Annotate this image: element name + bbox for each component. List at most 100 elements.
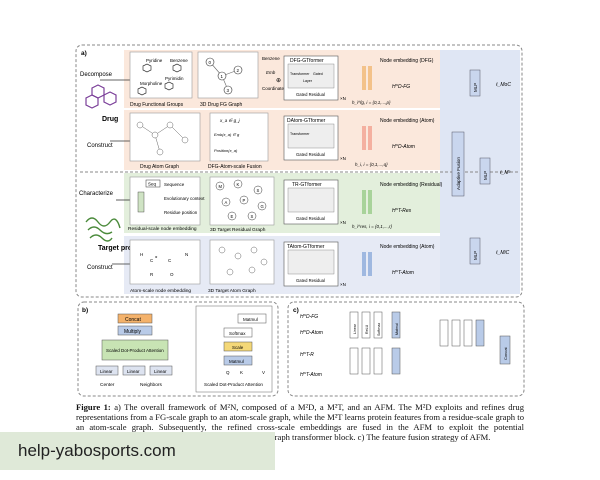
embed-label-2: Node embedding (Residual) <box>380 182 443 188</box>
multiply-label: Multiply <box>124 329 141 335</box>
panel-c-frame <box>287 301 525 397</box>
chem-r: R <box>150 272 154 277</box>
detail-label-3: Matmul <box>229 359 244 364</box>
drug-molecule-icon <box>85 84 117 109</box>
watermark-banner: help-yabosports.com <box>0 432 275 470</box>
mlp-label-2: MLP <box>473 251 478 260</box>
caption-fig-label: Figure 1: <box>76 402 111 412</box>
block-part-1: Layer <box>303 79 313 83</box>
detail-label-2: Scale <box>232 345 244 350</box>
seq-tag-label: Seq <box>148 182 157 187</box>
panel-a-label: a) <box>81 50 87 57</box>
c-fusion-blocks <box>349 311 511 375</box>
res-node-1: K <box>237 182 240 187</box>
input-center: Center <box>100 382 115 388</box>
mlp-box-1 <box>479 157 491 185</box>
c-input-1: H^D-Atom <box>300 330 323 336</box>
gtformer-n-0: ×N <box>340 96 346 101</box>
res-node-4: P <box>243 198 246 203</box>
embed-out-3: H^T-Atom <box>392 270 414 276</box>
linear-box-0 <box>95 365 119 376</box>
fg-plus-icon: ⊕ <box>276 78 281 84</box>
res-node-0: M <box>219 184 223 189</box>
residue-stack <box>137 191 145 213</box>
c-layer-concat: Concat <box>503 346 508 360</box>
fusion-emb: Emb(x_a) ∈ g <box>214 132 240 137</box>
input-neighbors: Neighbors <box>140 382 162 388</box>
seq-legend-evolutionary: Evolutionary context <box>164 196 205 201</box>
construct-drug-label: Construct <box>87 143 113 149</box>
gtformer-sub-1: Gated Residual <box>296 152 325 157</box>
c-input-3: H^T-Atom <box>300 372 322 378</box>
fg-node-1 <box>217 71 227 81</box>
qkv-k: K <box>240 370 243 375</box>
res-node-6: E <box>231 214 234 219</box>
fg-box <box>129 51 193 99</box>
concat-box <box>117 313 153 324</box>
embed-h-1: h_i, i = {0,1,...,q} <box>355 162 388 167</box>
fg-ring-icons <box>137 63 182 96</box>
drug-atom-graph-title: Drug Atom Graph <box>140 164 179 170</box>
seq-tag <box>145 179 161 188</box>
mlp-label-1: MLP <box>483 171 488 180</box>
fg-node-label-0: 0 <box>209 60 212 65</box>
construct-target-label: Construct <box>87 265 113 271</box>
panel-c-label: c) <box>293 307 299 314</box>
panel-b-label: b) <box>82 307 88 314</box>
gtformer-title-2: TR-GTformer <box>292 182 322 188</box>
decompose-label: Decompose <box>80 72 113 78</box>
gtformer-n-2: ×N <box>340 220 346 225</box>
embed-label-3: Node embedding (Atom) <box>380 244 435 250</box>
fg-graph-title: 3D Drug FG Graph <box>200 102 242 108</box>
caption-text: a) The overall framework of M²N, compose… <box>76 402 524 442</box>
fg-morpholine: Morpholine <box>140 81 163 86</box>
qkv-q: Q <box>226 370 230 375</box>
figure-caption: Figure 1: a) The overall framework of M²… <box>76 402 524 442</box>
fg-node-3 <box>223 85 233 95</box>
gtformer-title-1: DAtom-GTformer <box>287 118 326 124</box>
fg-legend-coordinate: Coordinate <box>262 86 285 91</box>
multiply-box <box>117 325 153 336</box>
gtformer-title-0: DFG-GTformer <box>290 58 324 64</box>
gtformer-block-1: DAtom-GTformer Gated Residual ×N <box>283 115 346 161</box>
gtformer-sub-2: Gated Residual <box>296 216 325 221</box>
embed-h-0: h_i^fg, i = {0,1,...,p} <box>352 100 391 105</box>
detail-label-0: Matmul <box>243 317 258 322</box>
fg-node-2 <box>233 65 243 75</box>
chem-h: H <box>140 252 143 257</box>
chem-c1: C <box>150 258 154 263</box>
fg-node-label-1: 1 <box>221 74 224 79</box>
fusion-in: x_a ∈ g_j <box>219 118 241 123</box>
linear-box-2 <box>149 365 173 376</box>
detail-box-0 <box>237 313 267 324</box>
res-node-3: A <box>225 200 228 205</box>
loss-moc: ℓ_MoC <box>495 82 511 88</box>
res-node-2: S <box>257 188 260 193</box>
c-layer-matmul: Matmul <box>395 323 399 335</box>
gtformer-n-3: ×N <box>340 282 346 287</box>
fg-pyridine: Pyridine <box>146 58 163 63</box>
gtformer-block-0: DFG-GTformer Gated Residual ×N <box>283 55 346 101</box>
drug-atom-graph-box <box>129 112 201 162</box>
embedding-vectors <box>362 66 372 276</box>
drug-atom-graph-nodes <box>136 121 189 156</box>
afm-label: Adaptive Fusion <box>456 157 461 190</box>
gtformer-block-2: TR-GTformer Gated Residual ×N <box>283 179 346 225</box>
linear-label-2: Linear <box>154 369 167 374</box>
attention-box <box>101 339 169 361</box>
seq-legend-sequence: Sequence <box>164 182 185 187</box>
residue-embed-title: Residual-scale node embedding <box>128 226 197 232</box>
fg-legend-emb: Emb <box>266 70 276 75</box>
fusion-pos: Position(x_a) <box>214 148 238 153</box>
c-layer-softmax: Softmax <box>377 323 381 336</box>
fg-benzene: Benzene <box>170 58 188 63</box>
linear-label-1: Linear <box>127 369 140 374</box>
res-node-7: S <box>251 214 254 219</box>
panel-b-frame <box>77 301 279 397</box>
res-node-5: G <box>261 204 264 209</box>
protein-icon <box>85 217 121 242</box>
qkv-v: V <box>262 370 265 375</box>
target-atom-graph-title: 3D Target Atom Graph <box>208 288 256 294</box>
chem-o: O <box>170 272 174 277</box>
